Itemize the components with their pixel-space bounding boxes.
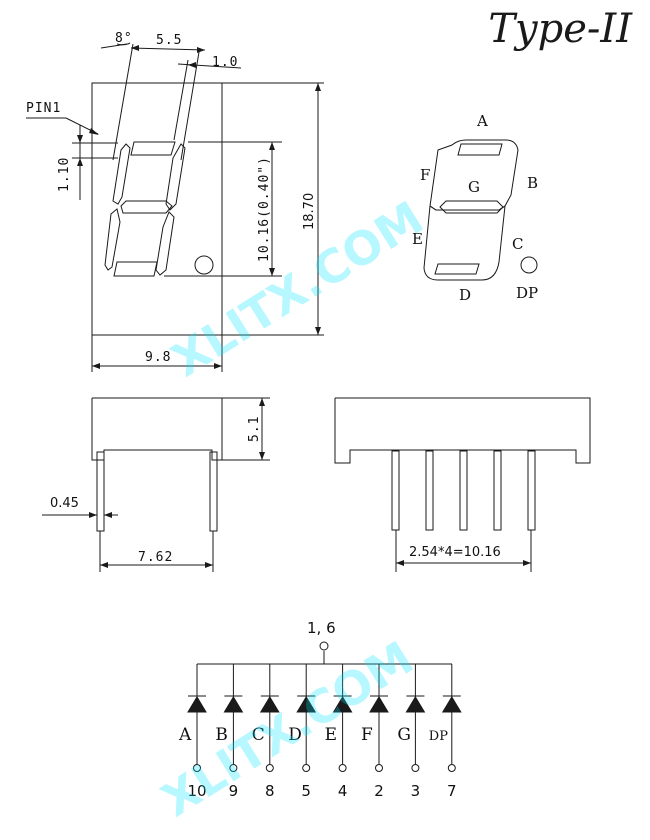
diode-a (187, 696, 207, 713)
dim-row-spacing-label: 7.62 (138, 550, 173, 565)
seg-front-c (155, 211, 175, 276)
pin-number-7: 7 (447, 782, 457, 800)
seg-map-d (434, 263, 480, 275)
diode-e (332, 696, 353, 713)
front-body-outline (91, 82, 223, 336)
dim-seg-width-label: 1.0 (212, 55, 238, 70)
pin-number-5: 5 (301, 782, 311, 800)
front-digit (104, 141, 214, 277)
watermark-upper: XLITX.COM (162, 191, 432, 388)
pin-terminal-10 (193, 764, 201, 772)
dim-digit-height-label: 10.16(0.40") (257, 156, 272, 262)
pin-number-8: 8 (265, 782, 275, 800)
dim-body-height-label: 18.70 (302, 193, 317, 230)
seg-front-b (165, 143, 186, 211)
side-view (42, 397, 270, 572)
seg-front-g (120, 200, 173, 214)
slant-line-right (180, 51, 200, 161)
pin-terminal-8 (265, 764, 274, 772)
diode-c (259, 696, 280, 713)
diode-seg-label-g: G (397, 725, 411, 745)
circuit-schematic (187, 641, 462, 772)
pin-number-3: 3 (411, 782, 421, 800)
common-pins-label: 1, 6 (307, 619, 336, 637)
diode-f (369, 696, 389, 713)
diode-seg-label-f: F (361, 725, 373, 745)
seg-label-c: C (512, 235, 523, 253)
diode-seg-label-dp: DP (429, 729, 448, 744)
seg-label-e: E (412, 230, 423, 248)
angle-arc (116, 42, 131, 46)
dim-angle-label: 8° (115, 31, 133, 46)
type-title: Type-II (488, 6, 632, 52)
seg-label-dp: DP (516, 284, 538, 302)
seg-map-dp (520, 256, 538, 274)
bottom-view (334, 397, 591, 572)
diode-seg-label-b: B (215, 725, 228, 745)
seg-front-e (104, 208, 121, 271)
slant-line-seg (173, 59, 189, 141)
dim-top-margin-label: 1.10 (57, 157, 72, 192)
diode-b (223, 696, 244, 713)
dim-slant-label: 5.5 (156, 33, 182, 48)
common-terminal (319, 641, 329, 651)
seg-label-f: F (420, 166, 430, 184)
seg-label-b: B (527, 174, 538, 192)
seg-front-f (112, 143, 131, 205)
diode-dp (441, 696, 462, 713)
seg-map-g (439, 200, 504, 214)
pin-terminal-7 (447, 764, 456, 772)
dim-pin-pitch-label: 2.54*4=10.16 (409, 545, 501, 560)
pin-terminal-9 (229, 764, 238, 772)
dim-line-1-0 (177, 63, 242, 69)
dim-pin-dia-label: 0.45 (50, 496, 79, 511)
slant-line-left (112, 43, 134, 161)
dim-side-height-label: 5.1 (247, 416, 262, 442)
pin-terminal-3 (411, 764, 420, 772)
diode-d (296, 696, 317, 713)
seg-front-d (113, 261, 158, 277)
segment-map (423, 139, 538, 281)
pin-terminal-4 (338, 764, 347, 772)
dim-line-5-5 (130, 47, 206, 51)
diode-seg-label-e: E (325, 725, 337, 745)
seg-front-a (130, 141, 176, 156)
seg-label-d: D (459, 286, 471, 304)
diode-g (405, 696, 426, 713)
diode-seg-label-c: C (252, 725, 265, 745)
seg-label-a: A (476, 112, 488, 130)
seg-label-g: G (468, 178, 480, 196)
front-dp (194, 255, 214, 275)
diode-seg-label-a: A (178, 725, 192, 745)
diode-seg-label-d: D (288, 725, 302, 745)
pin1-label: PIN1 (26, 101, 61, 116)
dim-body-width-label: 9.8 (145, 350, 171, 365)
seg-map-a (457, 143, 503, 156)
pin-number-4: 4 (338, 782, 348, 800)
pin-number-9: 9 (229, 782, 239, 800)
pin-terminal-2 (375, 764, 383, 772)
pin-terminal-5 (302, 764, 311, 772)
pin-number-10: 10 (187, 782, 206, 800)
pin-number-2: 2 (374, 782, 384, 800)
